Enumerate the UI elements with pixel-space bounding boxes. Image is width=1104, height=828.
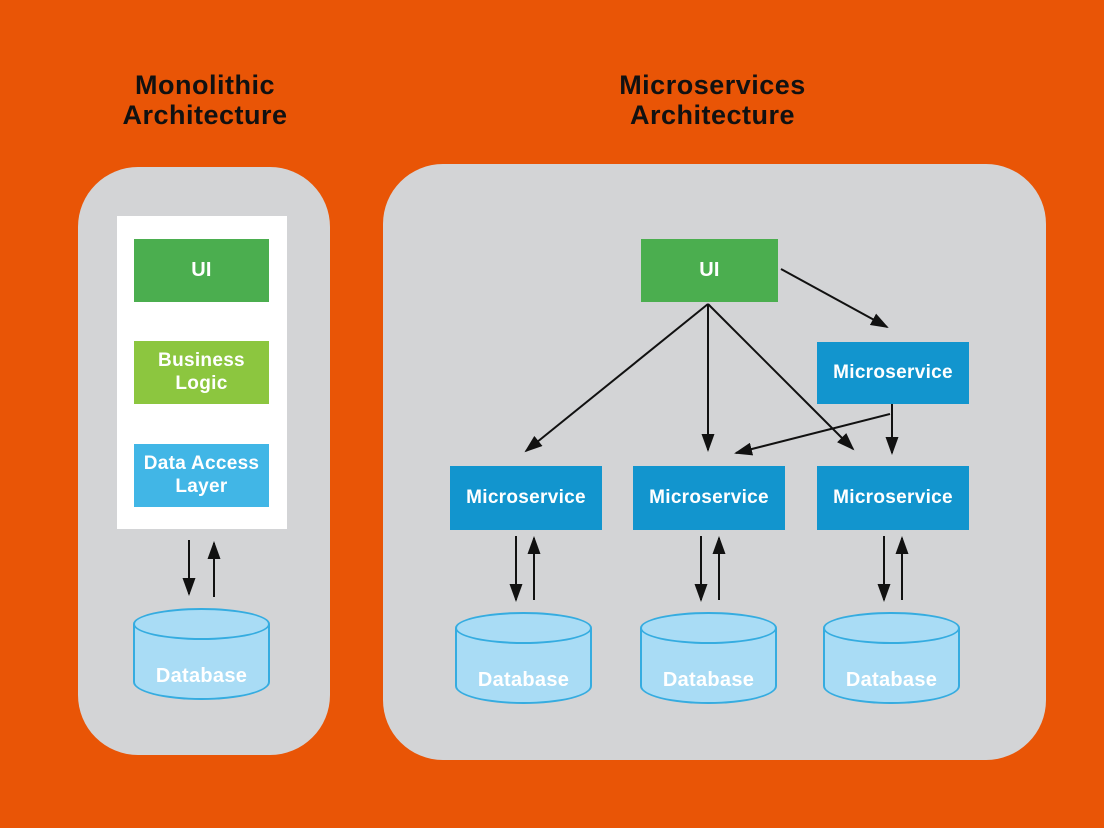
monolith-business-logic-label: Business Logic	[158, 350, 245, 394]
database-3-label: Database	[845, 669, 938, 691]
microservices-database-cylinder-3: Database	[823, 612, 960, 704]
microservice-top-label: Microservice	[833, 361, 953, 383]
cylinder-top-ellipse	[133, 608, 270, 640]
monolith-database-cylinder: Database	[133, 608, 270, 700]
microservices-ui-label: UI	[699, 258, 720, 281]
microservice-left-label: Microservice	[466, 486, 586, 508]
microservice-left-box: Microservice	[450, 466, 602, 530]
microservices-database-cylinder-1: Database	[455, 612, 592, 704]
monolith-ui-box: UI	[134, 239, 269, 302]
microservice-right-box: Microservice	[817, 466, 969, 530]
cylinder-top-ellipse	[640, 612, 777, 644]
microservice-right-label: Microservice	[833, 486, 953, 508]
monolith-title: Monolithic Architecture	[122, 70, 288, 130]
cylinder-top-ellipse	[455, 612, 592, 644]
cylinder-body	[455, 628, 592, 704]
microservices-ui-box: UI	[641, 239, 778, 302]
monolith-data-access-label: Data Access Layer	[143, 453, 260, 497]
database-2-label: Database	[662, 669, 755, 691]
monolith-business-logic-box: Business Logic	[134, 341, 269, 404]
microservices-database-cylinder-2: Database	[640, 612, 777, 704]
microservice-top-box: Microservice	[817, 342, 969, 404]
microservice-middle-box: Microservice	[633, 466, 785, 530]
cylinder-top-ellipse	[823, 612, 960, 644]
microservice-middle-label: Microservice	[649, 486, 769, 508]
monolith-database-label: Database	[155, 665, 248, 687]
monolith-data-access-box: Data Access Layer	[134, 444, 269, 507]
cylinder-body	[823, 628, 960, 704]
monolith-ui-label: UI	[191, 258, 212, 281]
database-1-label: Database	[477, 669, 570, 691]
microservices-title: Microservices Architecture	[619, 70, 806, 130]
